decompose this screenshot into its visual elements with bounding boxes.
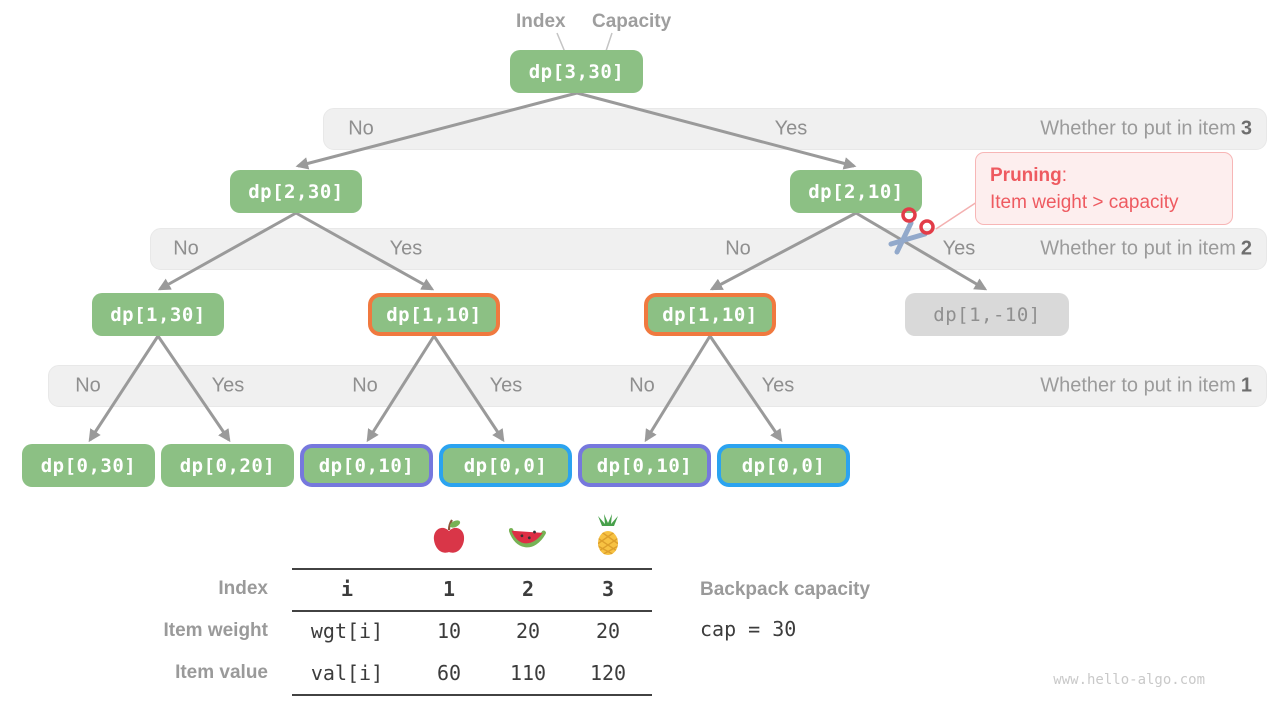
pruning-note: Item weight > capacity [990, 192, 1179, 213]
table-cell: 20 [595, 619, 621, 643]
table-cell: val[i] [310, 661, 384, 685]
pruning-callout: Pruning: Item weight > capacity [975, 152, 1233, 225]
decision-band-item-1: No Yes No Yes No Yes Whether to put in i… [48, 365, 1267, 407]
dp-node-1-30: dp[1,30] [92, 293, 224, 336]
band-option-no: No [173, 237, 199, 260]
band-option-no: No [725, 237, 751, 260]
table-cell: 110 [509, 661, 547, 685]
dp-node-2-10: dp[2,10] [790, 170, 922, 213]
dp-node-0-20: dp[0,20] [161, 444, 294, 487]
band-option-yes: Yes [761, 374, 795, 397]
band-option-no: No [75, 374, 101, 397]
band-option-no: No [629, 374, 655, 397]
table-rule-bottom [292, 694, 652, 696]
index-pointer-label: Index [516, 11, 566, 32]
table-cell: 120 [589, 661, 627, 685]
band-option-no: No [352, 374, 378, 397]
dp-node-1-neg10-pruned: dp[1,-10] [905, 293, 1069, 336]
dp-node-0-10-highlight: dp[0,10] [300, 444, 433, 487]
table-cell: 3 [601, 577, 615, 601]
band-option-yes: Yes [211, 374, 245, 397]
table-cell: wgt[i] [310, 619, 384, 643]
dp-node-0-30: dp[0,30] [22, 444, 155, 487]
table-cell: 2 [521, 577, 535, 601]
dp-node-1-10-highlight: dp[1,10] [368, 293, 500, 336]
table-rule-mid [292, 610, 652, 612]
backpack-capacity-value: cap = 30 [700, 617, 797, 641]
table-cell: i [340, 577, 354, 601]
apple-icon [433, 519, 465, 553]
table-row-label-index: Index [218, 578, 268, 599]
band-option-yes: Yes [774, 117, 808, 140]
table-cell: 20 [515, 619, 541, 643]
table-cell: 1 [442, 577, 456, 601]
table-cell: 10 [436, 619, 462, 643]
capacity-pointer-label: Capacity [592, 11, 672, 32]
dp-node-0-10-highlight: dp[0,10] [578, 444, 711, 487]
table-cell: 60 [436, 661, 462, 685]
dp-node-0-0-highlight: dp[0,0] [439, 444, 572, 487]
scissors-icon [888, 207, 935, 255]
table-row-label-weight: Item weight [163, 620, 268, 641]
dp-node-3-30: dp[3,30] [510, 50, 643, 93]
watermelon-icon [509, 528, 546, 548]
backpack-capacity-label: Backpack capacity [700, 579, 871, 600]
pineapple-icon [598, 514, 618, 555]
band-option-yes: Yes [489, 374, 523, 397]
table-rule-top [292, 568, 652, 570]
band-option-no: No [348, 117, 374, 140]
band-option-yes: Yes [389, 237, 423, 260]
table-row-label-value: Item value [175, 662, 268, 683]
dp-node-2-30: dp[2,30] [230, 170, 362, 213]
dp-node-1-10-highlight: dp[1,10] [644, 293, 776, 336]
dp-node-0-0-highlight: dp[0,0] [717, 444, 850, 487]
band-option-yes: Yes [942, 237, 976, 260]
watermark: www.hello-algo.com [1053, 672, 1205, 688]
pruning-title: Pruning [990, 165, 1062, 186]
